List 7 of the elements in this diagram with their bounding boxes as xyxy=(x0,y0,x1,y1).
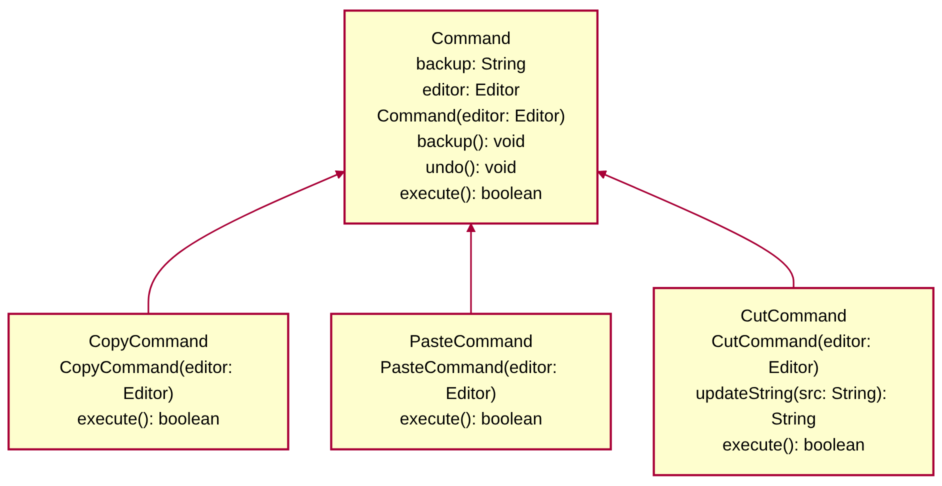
node-box: CutCommand CutCommand(editor: Editor) updateString(src: String): String execute(): boolean xyxy=(652,287,934,476)
node-box: PasteCommand PasteCommand(editor: Editor) execute(): boolean xyxy=(330,312,612,451)
arrow xyxy=(148,170,345,314)
node-box: CopyCommand CopyCommand(editor: Editor) execute(): boolean xyxy=(8,312,290,451)
arrow xyxy=(466,223,476,314)
arrow xyxy=(597,170,794,288)
node-box: Command backup: String editor: Editor Command(editor: Editor) backup(): void undo(): void execute(): boolean xyxy=(343,10,599,225)
